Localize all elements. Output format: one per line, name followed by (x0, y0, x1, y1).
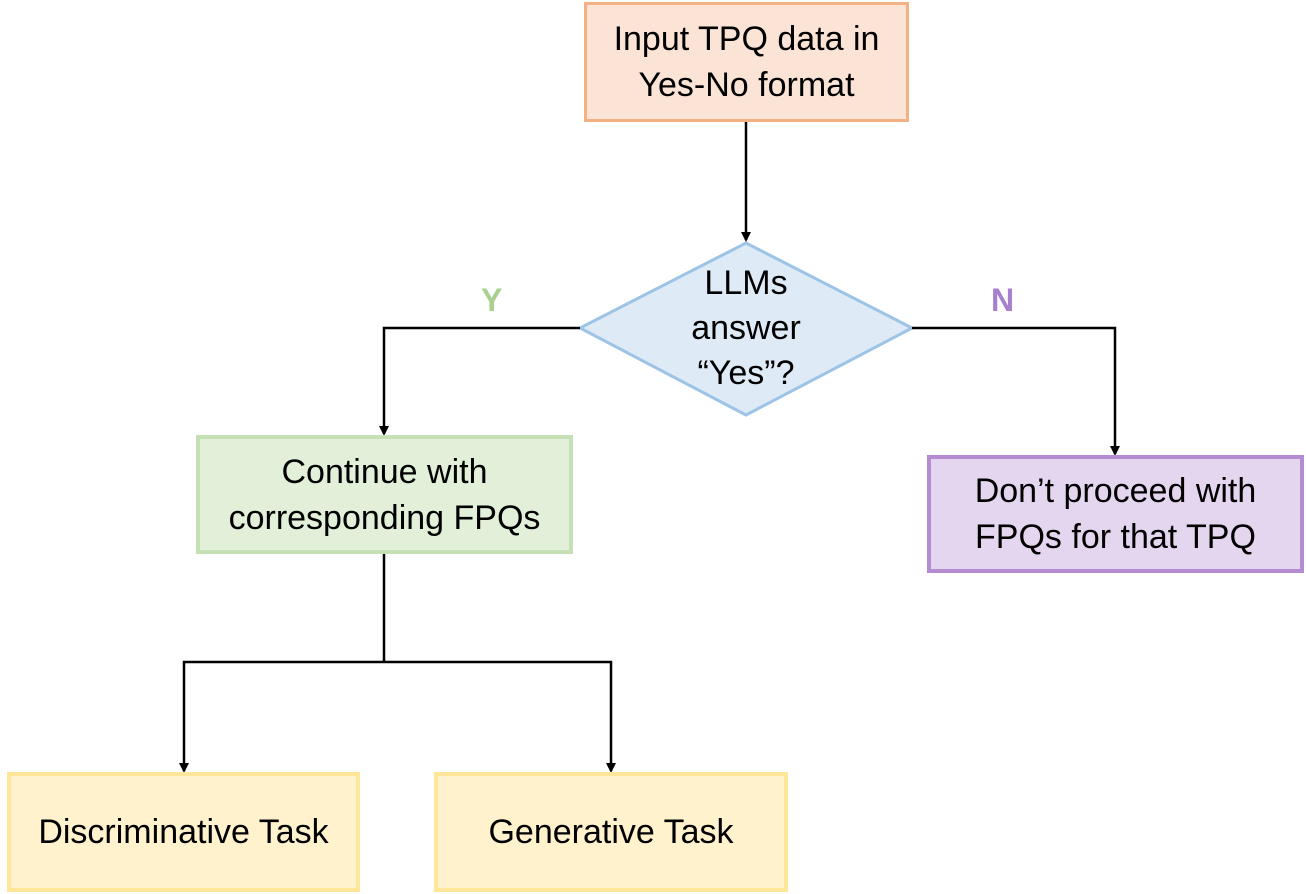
stop-node-line2: FPQs for that TPQ (975, 518, 1256, 556)
decision-line1: LLMs (704, 263, 788, 302)
continue-node: Continue with corresponding FPQs (196, 435, 573, 554)
continue-node-line1: Continue with (281, 452, 488, 491)
input-node-line2: Yes-No format (638, 66, 855, 104)
no-branch-label: N (991, 282, 1015, 318)
decision-diamond (576, 241, 916, 417)
input-node: Input TPQ data in Yes-No format (584, 2, 909, 122)
discriminative-task-label: Discriminative Task (38, 813, 329, 851)
decision-node-label: LLMs answer “Yes”? (620, 258, 872, 398)
generative-task-label: Generative Task (488, 813, 734, 851)
stop-node-line1: Don’t proceed with (974, 472, 1257, 510)
arrow-to-generative (384, 660, 616, 773)
arrow-yes-to-continue (379, 326, 580, 436)
arrow-no-to-stop (912, 326, 1120, 456)
decision-line3: “Yes”? (697, 353, 795, 392)
discriminative-task-node: Discriminative Task (7, 772, 360, 892)
yes-branch-label: Y (481, 282, 503, 318)
decision-line2: answer (691, 308, 801, 347)
generative-task-node: Generative Task (434, 772, 788, 892)
input-node-line1: Input TPQ data in (613, 20, 880, 58)
stop-node: Don’t proceed with FPQs for that TPQ (927, 455, 1304, 573)
arrow-to-discriminative (179, 660, 384, 773)
continue-node-line2: corresponding FPQs (228, 498, 541, 537)
